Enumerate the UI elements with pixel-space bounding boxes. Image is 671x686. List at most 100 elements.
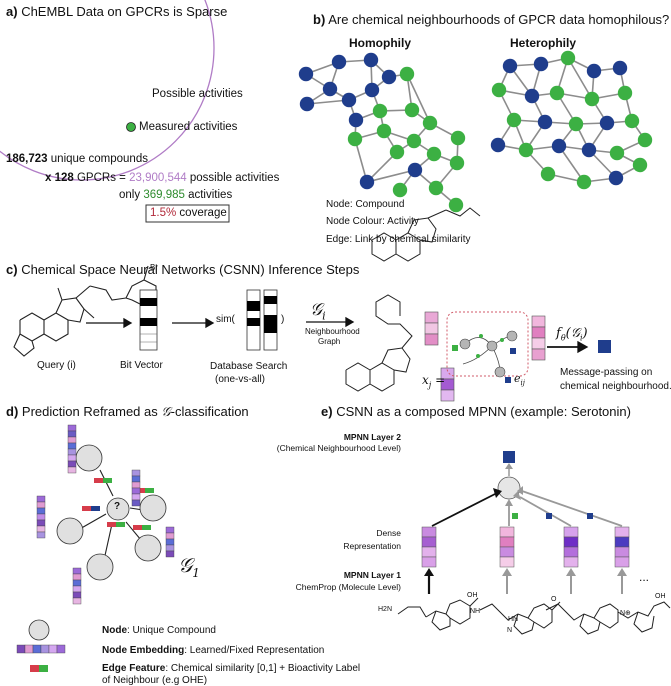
molecule-atom-label: O [551,596,557,603]
graph-node-green [372,103,388,119]
molecule-atom-label: OH [467,592,478,599]
heterophily-graph [490,50,653,190]
dense-label-1: Dense [376,528,401,538]
panel-b-title: b) Are chemical neighbourhoods of GPCR d… [313,12,670,27]
db-search-label: Database Search [210,361,288,372]
graph-node-green [632,157,648,173]
graph-node-blue [364,82,380,98]
message-passing-line-2: chemical neighbourhood. [560,381,671,392]
coverage-label: 1.5% coverage [150,207,227,219]
graph-node-green [422,115,438,131]
graph-node-blue [299,96,315,112]
legend-edge-text: Edge Feature: Chemical similarity [0,1] … [102,663,361,674]
graph-edge [558,145,585,183]
graph-node-green [376,123,392,139]
legend-edge-feature [30,665,48,672]
panel-d-title: d) Prediction Reframed as 𝒢-classificati… [6,404,249,420]
graph-node-blue [581,142,597,158]
neighbourhood-molecule-drawings [345,207,481,392]
molecule-atom-label: OH [655,593,666,600]
graph-g1-label: 𝒢1 [178,553,200,580]
graph-node-blue [363,52,379,68]
possible-activities-circle [0,0,215,181]
graph-node-blue [586,63,602,79]
legend-node-text: Node: Unique Compound [102,625,216,636]
graph-node-green [576,174,592,190]
query-molecule-drawing [13,265,157,357]
unique-compounds-line: 186,723 unique compounds [6,153,148,165]
molecule-atom-label: N⊕ [620,610,631,617]
graph-node-green [491,82,507,98]
graph-node-green [540,166,556,182]
molecule-atom-label: H2N [378,606,393,613]
message-passing-line-1: Message-passing on [560,367,653,378]
graph-node-green [549,85,565,101]
more-molecules-ellipsis: ... [639,570,650,584]
query-node [106,497,130,521]
graph-node-blue [381,69,397,85]
panel-a-title: a) ChEMBL Data on GPCRs is Sparse [6,4,228,19]
graph-node-green [449,155,465,171]
graph-node-blue [490,137,506,153]
graph-node-green [392,182,408,198]
graph-node-green [406,133,422,149]
graph-node-blue [322,81,338,97]
legend-edge-text-2: of Neighbour (e.g OHE) [102,675,208,686]
graph-edge [366,169,416,183]
legend-embedding-text: Node Embedding: Learned/Fixed Representa… [102,645,325,656]
graph-node-green [609,145,625,161]
measured-line: only 369,985 activities [119,189,233,201]
homophily-graph [298,52,466,213]
graph-node-green [448,197,464,213]
graph-node-green [624,113,640,129]
homophily-label: Homophily [349,36,411,50]
possible-activities-label: Possible activities [152,88,243,100]
legend-embedding-bar [16,644,66,654]
neighbourhood-label-1: Neighbourhood [305,327,360,336]
query-label: Query (i) [37,360,76,371]
legend-node: Node: Compound [326,199,405,210]
graph-node-green [404,102,420,118]
graph-node-blue [359,174,375,190]
graph-node-blue [537,114,553,130]
panel-e-title: e) CSNN as a composed MPNN (example: Ser… [321,404,631,419]
panel-d-graph [36,424,175,605]
graph-node-green [428,180,444,196]
panel-e-network [421,451,630,594]
bit-vector-graphic [139,289,158,351]
graph-node-blue [551,138,567,154]
graph-gi-label: 𝒢i [310,300,326,323]
mpnn-layer-1-label: MPNN Layer 1 [343,570,401,580]
graph-node-green [637,132,653,148]
legend-edge: Edge: Link by chemical similarity [326,234,471,245]
database-vectors [246,289,278,351]
query-node-mark: ? [114,501,121,512]
coverage-box [145,204,230,223]
molecule-atom-label: NH [470,608,481,615]
graph-node-green [426,146,442,162]
graph-node-green [568,116,584,132]
panel-c-title: c) Chemical Space Neural Networks (CSNN)… [6,262,360,277]
xj-label: xj = [422,373,446,390]
graph-node-green [506,112,522,128]
mpnn-layer-2-text: (Chemical Neighbourhood Level) [276,443,401,453]
legend-node-circle [28,619,50,641]
graph-node-blue [298,66,314,82]
graph-node-green [389,144,405,160]
graph-edge [354,138,368,183]
panel-c-arrows [86,316,589,354]
graph-node-green [347,131,363,147]
legend-colour: Node Colour: Activity [326,216,419,227]
panel-c-embeddings [424,311,546,402]
graph-node-green [584,91,600,107]
graph-node-blue [524,88,540,104]
graph-node-green [617,85,633,101]
molecule-atom-label: N [507,627,513,634]
graph-node-green [450,130,466,146]
graph-node-blue [502,58,518,74]
eij-label: eij [514,372,525,388]
neighbourhood-box [446,311,529,377]
f-theta-label: fθ(𝒢i) [556,326,588,343]
graph-node-green [518,142,534,158]
